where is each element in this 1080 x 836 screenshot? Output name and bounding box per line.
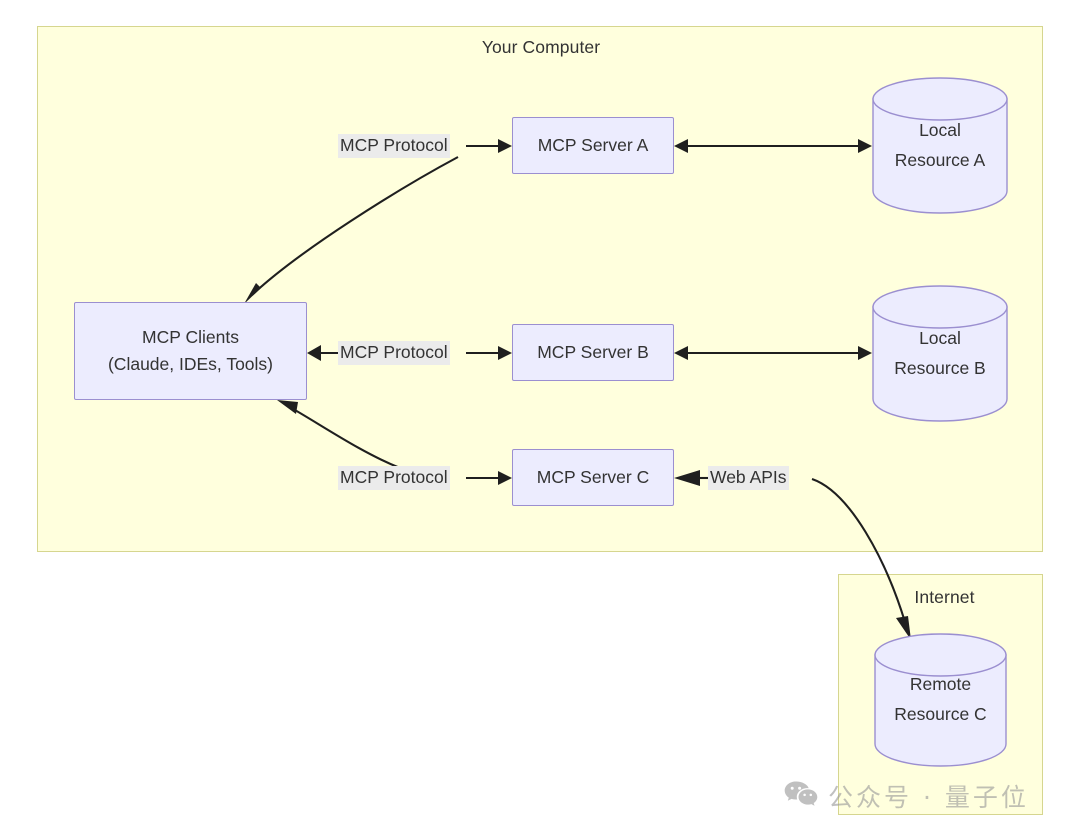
node-mcp-server-c-label: MCP Server C: [536, 466, 650, 487]
edge-label-mcp-protocol-b: MCP Protocol: [338, 341, 450, 365]
wechat-icon: [784, 780, 818, 813]
edge-label-mcp-protocol-a: MCP Protocol: [338, 134, 450, 158]
watermark-text: 公众号 · 量子位: [828, 783, 1029, 812]
node-mcp-server-c[interactable]: MCP Server C: [512, 449, 674, 506]
edge-label-mcp-protocol-c: MCP Protocol: [338, 466, 450, 490]
database-local-resource-a: Local Resource A: [872, 77, 1008, 214]
node-mcp-clients-line2: (Claude, IDEs, Tools): [107, 354, 274, 374]
node-mcp-server-a[interactable]: MCP Server A: [512, 117, 674, 174]
node-mcp-server-b-label: MCP Server B: [537, 341, 649, 362]
watermark: 公众号 · 量子位: [784, 778, 1029, 814]
node-mcp-clients[interactable]: MCP Clients (Claude, IDEs, Tools): [74, 302, 307, 400]
database-remote-resource-c: Remote Resource C: [874, 633, 1007, 767]
database-local-resource-b: Local Resource B: [872, 285, 1008, 422]
node-mcp-clients-line1: MCP Clients: [142, 326, 239, 347]
group-your-computer-title: Your Computer: [481, 37, 601, 57]
edge-label-web-apis: Web APIs: [708, 466, 789, 490]
group-internet-title: Internet: [914, 587, 975, 607]
node-mcp-server-b[interactable]: MCP Server B: [512, 324, 674, 381]
node-mcp-server-a-label: MCP Server A: [537, 134, 649, 155]
